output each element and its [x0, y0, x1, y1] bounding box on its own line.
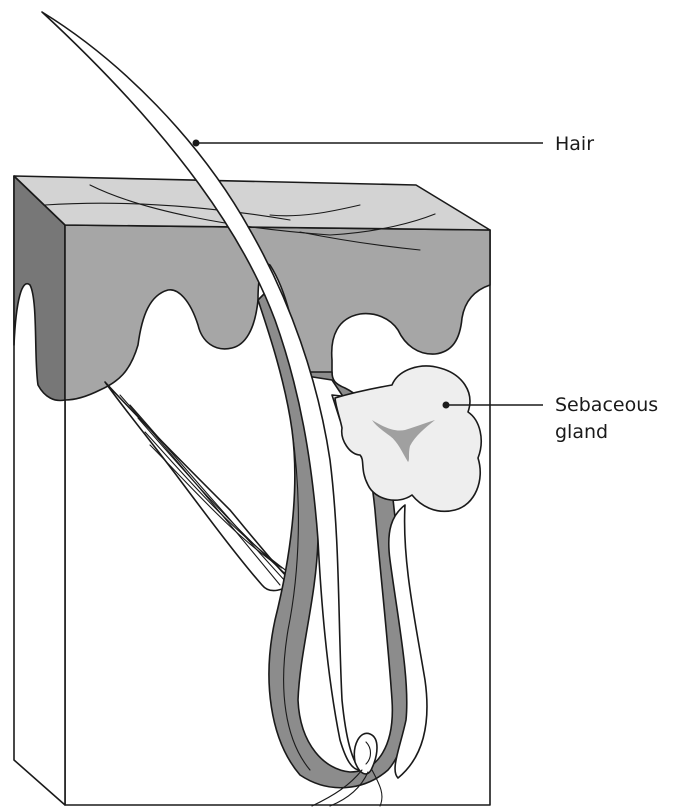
hair-label: Hair	[555, 133, 594, 155]
sebaceous-leader-dot	[443, 402, 450, 409]
sebaceous-label-line2: gland	[555, 421, 608, 443]
hair-leader-dot	[193, 140, 200, 147]
sebaceous-label-line1: Sebaceous	[555, 394, 658, 416]
